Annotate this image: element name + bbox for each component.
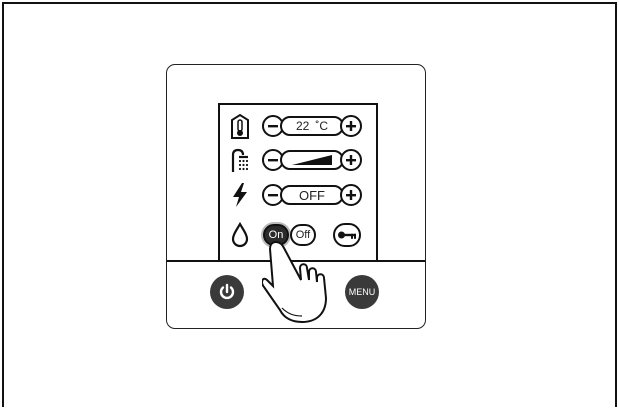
menu-label: MENU	[349, 287, 376, 297]
mode-increase-button[interactable]	[340, 184, 362, 206]
thermometer-icon	[230, 113, 250, 139]
temperature-display: 22 ˚C	[280, 116, 344, 136]
key-icon	[337, 230, 357, 240]
minus-icon	[267, 120, 279, 132]
menu-button[interactable]: MENU	[345, 275, 379, 309]
lightning-icon	[230, 182, 250, 208]
power-mode-label: OFF	[299, 188, 325, 203]
shower-icon	[230, 147, 250, 173]
flow-level-display	[280, 150, 344, 170]
minus-icon	[267, 189, 279, 201]
plus-icon	[345, 154, 357, 166]
plus-icon	[345, 189, 357, 201]
power-mode-display: OFF	[280, 185, 344, 205]
temperature-unit: ˚C	[315, 119, 328, 133]
temperature-increase-button[interactable]	[340, 115, 362, 137]
power-icon	[218, 283, 236, 301]
flame-drop-icon	[230, 222, 250, 248]
temperature-value: 22	[296, 119, 309, 133]
power-button[interactable]	[210, 275, 244, 309]
hand-pointer-icon	[262, 238, 332, 328]
flow-increase-button[interactable]	[340, 149, 362, 171]
plus-icon	[345, 120, 357, 132]
level-wedge-icon	[290, 154, 334, 166]
lock-key-button[interactable]	[333, 223, 361, 247]
minus-icon	[267, 154, 279, 166]
